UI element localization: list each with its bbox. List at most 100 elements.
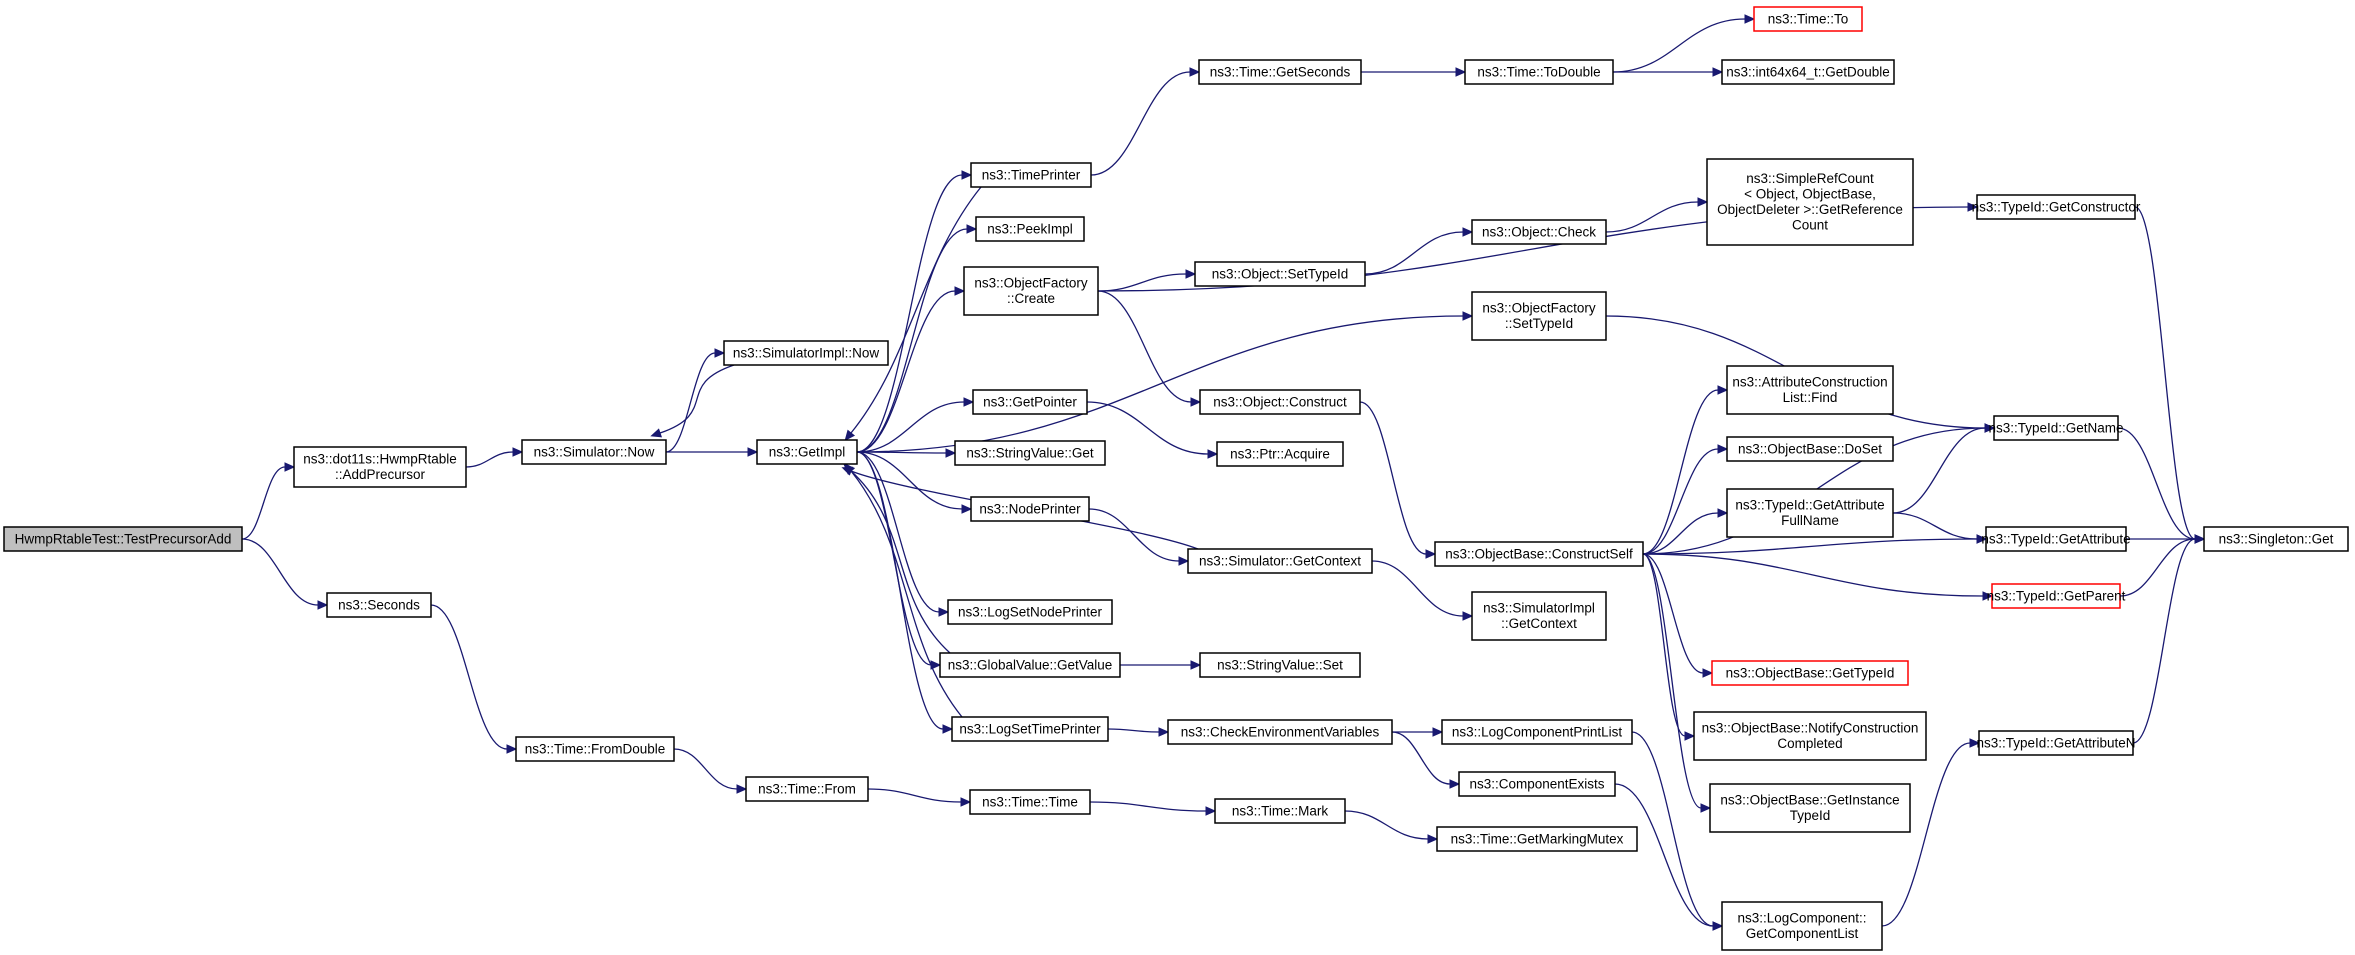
node-timeGetSeconds[interactable]: ns3::Time::GetSeconds [1198, 59, 1362, 85]
call-edge-timeToDouble-to-timeTo [1612, 14, 1756, 73]
node-getMarkingMutex[interactable]: ns3::Time::GetMarkingMutex [1436, 826, 1638, 852]
node-globalValueGetValue[interactable]: ns3::GlobalValue::GetValue [939, 652, 1121, 678]
node-label: ns3::dot11s::HwmpRtable [303, 452, 457, 467]
node-objBaseDoSet[interactable]: ns3::ObjectBase::DoSet [1726, 436, 1894, 462]
node-label: GetComponentList [1746, 926, 1859, 941]
node-timeTime[interactable]: ns3::Time::Time [969, 789, 1091, 815]
node-label: ns3::Time::Mark [1232, 803, 1329, 818]
node-fromDouble[interactable]: ns3::Time::FromDouble [515, 736, 675, 762]
node-box [756, 439, 858, 465]
node-timeMark[interactable]: ns3::Time::Mark [1214, 798, 1346, 824]
node-label: ns3::TypeId::GetName [1988, 420, 2123, 435]
node-label: ns3::SimpleRefCount [1746, 171, 1874, 186]
node-objBaseGetTypeId[interactable]: ns3::ObjectBase::GetTypeId [1711, 660, 1909, 686]
node-logSetNodePrinter[interactable]: ns3::LogSetNodePrinter [947, 599, 1113, 625]
node-box [2203, 526, 2349, 552]
node-box [1709, 783, 1911, 833]
node-seconds[interactable]: ns3::Seconds [326, 592, 432, 618]
node-label: ns3::GetImpl [769, 444, 846, 459]
node-box [1993, 415, 2119, 441]
node-root[interactable]: HwmpRtableTest::TestPrecursorAdd [3, 526, 243, 552]
node-stringValueGet[interactable]: ns3::StringValue::Get [954, 440, 1106, 466]
node-box [1753, 6, 1863, 32]
node-simImplNow[interactable]: ns3::SimulatorImpl::Now [723, 340, 889, 366]
node-addPrec[interactable]: ns3::dot11s::HwmpRtable::AddPrecursor [293, 446, 467, 488]
node-logSetTimePrinter[interactable]: ns3::LogSetTimePrinter [951, 716, 1109, 742]
call-edge-constructSelf-to-attrConstrFind [1642, 385, 1729, 555]
node-box [1471, 591, 1607, 641]
node-label: ns3::GlobalValue::GetValue [948, 657, 1113, 672]
call-edge-simGetContext-to-simImplGetContext [1371, 560, 1474, 621]
node-box [1199, 652, 1361, 678]
node-objFactSetTypeId[interactable]: ns3::ObjectFactory::SetTypeId [1471, 291, 1607, 341]
node-label: ns3::LogComponent:: [1737, 911, 1866, 926]
node-label: < Object, ObjectBase, [1744, 187, 1876, 202]
call-edge-logCompGetList-to-typeIdGetAttributeN [1881, 738, 1981, 927]
node-timeToDouble[interactable]: ns3::Time::ToDouble [1464, 59, 1614, 85]
node-label: ns3::Time::FromDouble [525, 741, 666, 756]
node-box [1216, 441, 1344, 467]
node-box [970, 496, 1090, 522]
node-label: ns3::ObjectBase::GetTypeId [1726, 665, 1895, 680]
node-typeIdGetName[interactable]: ns3::TypeId::GetName [1988, 415, 2124, 441]
node-objConstruct[interactable]: ns3::Object::Construct [1199, 389, 1361, 415]
call-edge-fromDouble-to-timeFrom [673, 748, 748, 794]
node-objFactCreate[interactable]: ns3::ObjectFactory::Create [963, 266, 1099, 316]
node-logCompPrintList[interactable]: ns3::LogComponentPrintList [1441, 719, 1633, 745]
call-edge-timeGetSeconds-to-timeToDouble [1361, 67, 1467, 77]
node-constructSelf[interactable]: ns3::ObjectBase::ConstructSelf [1434, 541, 1644, 567]
node-box [1434, 541, 1644, 567]
node-box [1726, 436, 1894, 462]
call-edge-timeMark-to-getMarkingMutex [1344, 810, 1439, 844]
node-label: ns3::CheckEnvironmentVariables [1181, 724, 1380, 739]
node-box [1167, 719, 1393, 745]
node-label: ns3::TypeId::GetAttribute [1981, 531, 2130, 546]
node-simGetContext[interactable]: ns3::Simulator::GetContext [1187, 548, 1373, 574]
node-ptrAcquire[interactable]: ns3::Ptr::Acquire [1216, 441, 1344, 467]
node-label: ns3::PeekImpl [987, 221, 1073, 236]
node-nodePrinter[interactable]: ns3::NodePrinter [970, 496, 1090, 522]
node-int64GetDouble[interactable]: ns3::int64x64_t::GetDouble [1721, 59, 1895, 85]
call-edge-getPointer-to-ptrAcquire [1086, 401, 1219, 459]
node-label: ns3::int64x64_t::GetDouble [1726, 64, 1890, 79]
node-componentExists[interactable]: ns3::ComponentExists [1458, 771, 1616, 797]
node-box [1721, 901, 1883, 951]
node-typeIdGetParent[interactable]: ns3::TypeId::GetParent [1987, 583, 2126, 609]
node-objCheck[interactable]: ns3::Object::Check [1471, 219, 1607, 245]
node-getPointer[interactable]: ns3::GetPointer [972, 389, 1088, 415]
node-checkEnv[interactable]: ns3::CheckEnvironmentVariables [1167, 719, 1393, 745]
node-box [1976, 194, 2136, 220]
node-label: ns3::Object::Construct [1213, 394, 1347, 409]
node-typeIdGetAttribute[interactable]: ns3::TypeId::GetAttribute [1981, 526, 2131, 552]
node-label: Count [1792, 218, 1828, 233]
node-getImpl[interactable]: ns3::GetImpl [756, 439, 858, 465]
call-edge-getAttrFullName-to-typeIdGetAttribute [1892, 512, 1988, 544]
node-peekImpl[interactable]: ns3::PeekImpl [975, 216, 1085, 242]
node-objSetTypeId[interactable]: ns3::Object::SetTypeId [1194, 261, 1366, 287]
node-label: ns3::ObjectBase::DoSet [1738, 441, 1882, 456]
call-edge-timeToDouble-to-int64GetDouble [1613, 67, 1724, 77]
node-box [1726, 365, 1894, 415]
node-box [293, 446, 467, 488]
node-simNow[interactable]: ns3::Simulator::Now [521, 439, 667, 465]
call-edge-constructSelf-to-getAttrFullName [1642, 508, 1729, 555]
node-singletonGet[interactable]: ns3::Singleton::Get [2203, 526, 2349, 552]
node-timePrinter[interactable]: ns3::TimePrinter [970, 162, 1092, 188]
node-typeIdGetAttributeN[interactable]: ns3::TypeId::GetAttributeN [1976, 730, 2136, 756]
node-simImplGetContext[interactable]: ns3::SimulatorImpl::GetContext [1471, 591, 1607, 641]
node-timeFrom[interactable]: ns3::Time::From [745, 776, 869, 802]
node-label: ::SetTypeId [1505, 316, 1573, 331]
node-typeIdGetConstructor[interactable]: ns3::TypeId::GetConstructor [1972, 194, 2141, 220]
node-simpleRefCount[interactable]: ns3::SimpleRefCount< Object, ObjectBase,… [1706, 158, 1914, 246]
node-box [1693, 711, 1927, 761]
node-stringValueSet[interactable]: ns3::StringValue::Set [1199, 652, 1361, 678]
node-timeTo[interactable]: ns3::Time::To [1753, 6, 1863, 32]
call-edge-constructSelf-to-typeIdGetParent [1642, 553, 1994, 601]
call-edge-componentExists-to-logCompGetList [1614, 783, 1724, 931]
node-notifyConstr[interactable]: ns3::ObjectBase::NotifyConstructionCompl… [1693, 711, 1927, 761]
node-logCompGetList[interactable]: ns3::LogComponent::GetComponentList [1721, 901, 1883, 951]
node-box [972, 389, 1088, 415]
